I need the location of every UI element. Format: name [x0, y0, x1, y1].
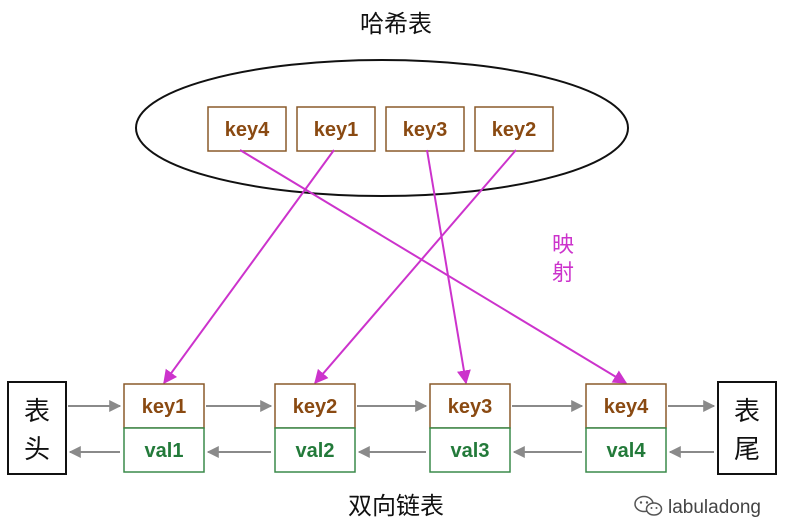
hash-key-label: key2 — [492, 119, 537, 141]
list-tail: 表 尾 — [717, 381, 777, 475]
hash-table-ellipse — [135, 59, 629, 197]
hash-key-label: key4 — [225, 119, 270, 141]
list-tail-label: 表 — [734, 397, 760, 427]
watermark-text: labuladong — [668, 497, 761, 518]
node-val-label: val4 — [607, 440, 647, 462]
hash-key-box: key4 — [207, 106, 287, 152]
mapping-arrow-key1 — [163, 149, 335, 385]
list-node: key2 val2 — [274, 383, 356, 473]
hash-key-label: key1 — [314, 119, 359, 141]
node-key-label: key2 — [293, 396, 338, 418]
mapping-arrow-key3 — [426, 149, 471, 385]
node-val-label: val2 — [296, 440, 335, 462]
mapping-label: 射 — [552, 261, 574, 286]
mapping-arrow-key2 — [314, 149, 517, 385]
list-tail-label: 尾 — [734, 435, 760, 465]
list-head-label: 表 — [24, 397, 50, 427]
list-node: key3 val3 — [429, 383, 511, 473]
watermark: labuladong — [634, 495, 761, 518]
list-head: 表 头 — [7, 381, 67, 475]
node-key-label: key3 — [448, 396, 493, 418]
mapping-label: 映 — [552, 233, 574, 258]
list-node: key4 val4 — [585, 383, 667, 473]
hash-key-box: key2 — [474, 106, 554, 152]
list-head-label: 头 — [24, 435, 50, 465]
linked-list-title: 双向链表 — [348, 492, 444, 520]
list-node: key1 val1 — [123, 383, 205, 473]
wechat-icon — [634, 495, 663, 516]
hash-key-box: key1 — [296, 106, 376, 152]
mapping-arrow-key4 — [239, 149, 628, 384]
hash-key-label: key3 — [403, 119, 448, 141]
node-key-label: key1 — [142, 396, 187, 418]
hash-table-title: 哈希表 — [360, 10, 432, 38]
node-val-label: val1 — [145, 440, 184, 462]
node-key-label: key4 — [604, 396, 649, 418]
hash-key-box: key3 — [385, 106, 465, 152]
node-val-label: val3 — [451, 440, 490, 462]
